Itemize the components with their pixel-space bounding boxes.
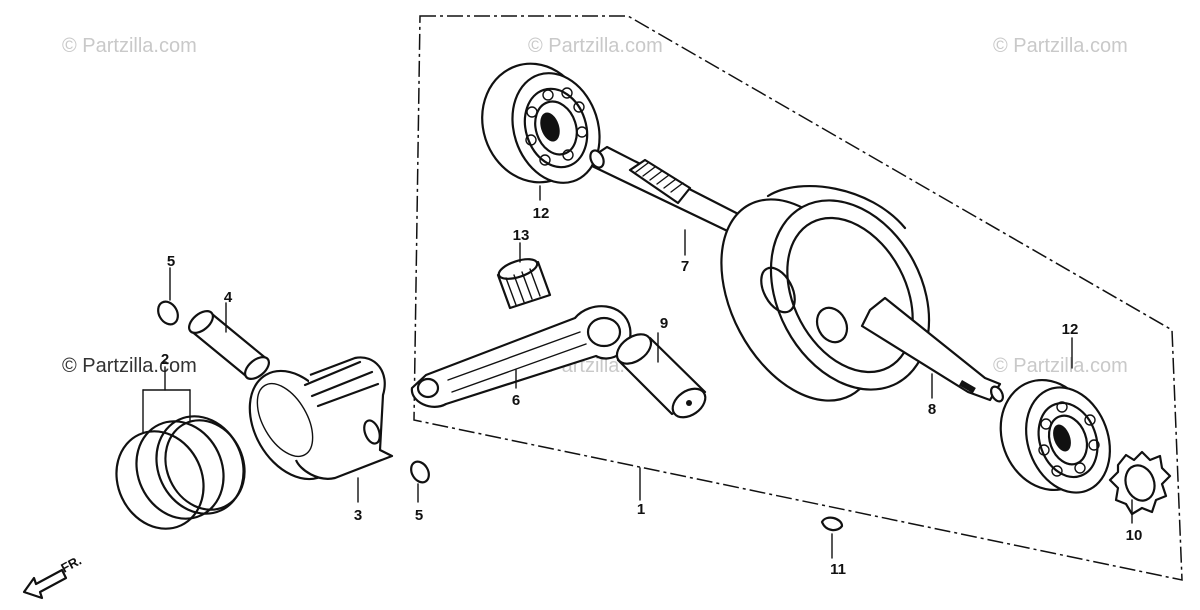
callout-3: 3 <box>354 507 362 524</box>
callout-8: 8 <box>928 401 936 418</box>
watermark-top-center: © Partzilla.com <box>528 35 663 57</box>
part-10-drive-gear <box>1108 450 1172 516</box>
watermark-top-right: © Partzilla.com <box>993 35 1128 57</box>
part-11-key <box>820 516 844 532</box>
callout-5-upper: 5 <box>167 253 175 270</box>
callout-7: 7 <box>681 258 689 275</box>
part-6-connecting-rod <box>410 305 632 408</box>
watermark-top-left: © Partzilla.com <box>62 35 197 57</box>
callout-2: 2 <box>161 351 169 368</box>
watermark-mid-left: © Partzilla.com <box>62 355 197 377</box>
callout-11: 11 <box>830 561 846 578</box>
part-5-clip-lower <box>410 460 430 484</box>
callout-leaders <box>142 185 1133 559</box>
crankshaft <box>589 145 1004 403</box>
part-3-piston <box>248 356 394 481</box>
watermark-mid-right: © Partzilla.com <box>993 355 1128 377</box>
part-4-piston-pin <box>188 310 270 380</box>
part-13-needle-bearing <box>496 258 552 310</box>
callout-12-upper: 12 <box>533 205 550 222</box>
crankshaft-assembly-boundary <box>413 15 1183 581</box>
callout-1: 1 <box>637 501 645 518</box>
callout-9: 9 <box>660 315 668 332</box>
callout-13: 13 <box>513 227 530 244</box>
part-12-bearing-upper <box>481 62 601 184</box>
callout-10: 10 <box>1126 527 1143 544</box>
part-2-piston-rings <box>115 415 246 530</box>
part-9-crank-pin <box>615 333 707 419</box>
callout-6: 6 <box>512 392 520 409</box>
part-5-clip-upper <box>157 300 179 326</box>
callout-5-lower: 5 <box>415 507 423 524</box>
front-arrow-icon <box>22 568 68 600</box>
callout-12-lower: 12 <box>1062 321 1079 338</box>
callout-4: 4 <box>224 289 233 306</box>
part-12-bearing-lower <box>999 378 1111 494</box>
front-direction-indicator: FR. <box>22 553 84 600</box>
